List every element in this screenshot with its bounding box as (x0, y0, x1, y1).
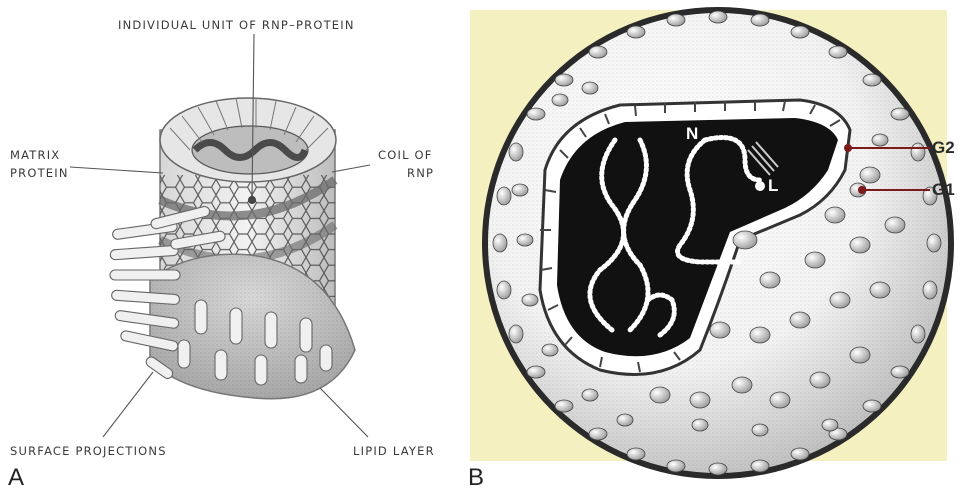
l-polymerase-marker (755, 181, 765, 191)
g1-marker (858, 186, 866, 194)
label-n-nucleoprotein: N (686, 124, 698, 144)
panel-letter-b: B (468, 464, 484, 492)
label-l-polymerase: L (768, 176, 778, 196)
label-g2: G2 (932, 138, 955, 158)
label-g1: G1 (932, 180, 955, 200)
g2-marker (844, 144, 852, 152)
